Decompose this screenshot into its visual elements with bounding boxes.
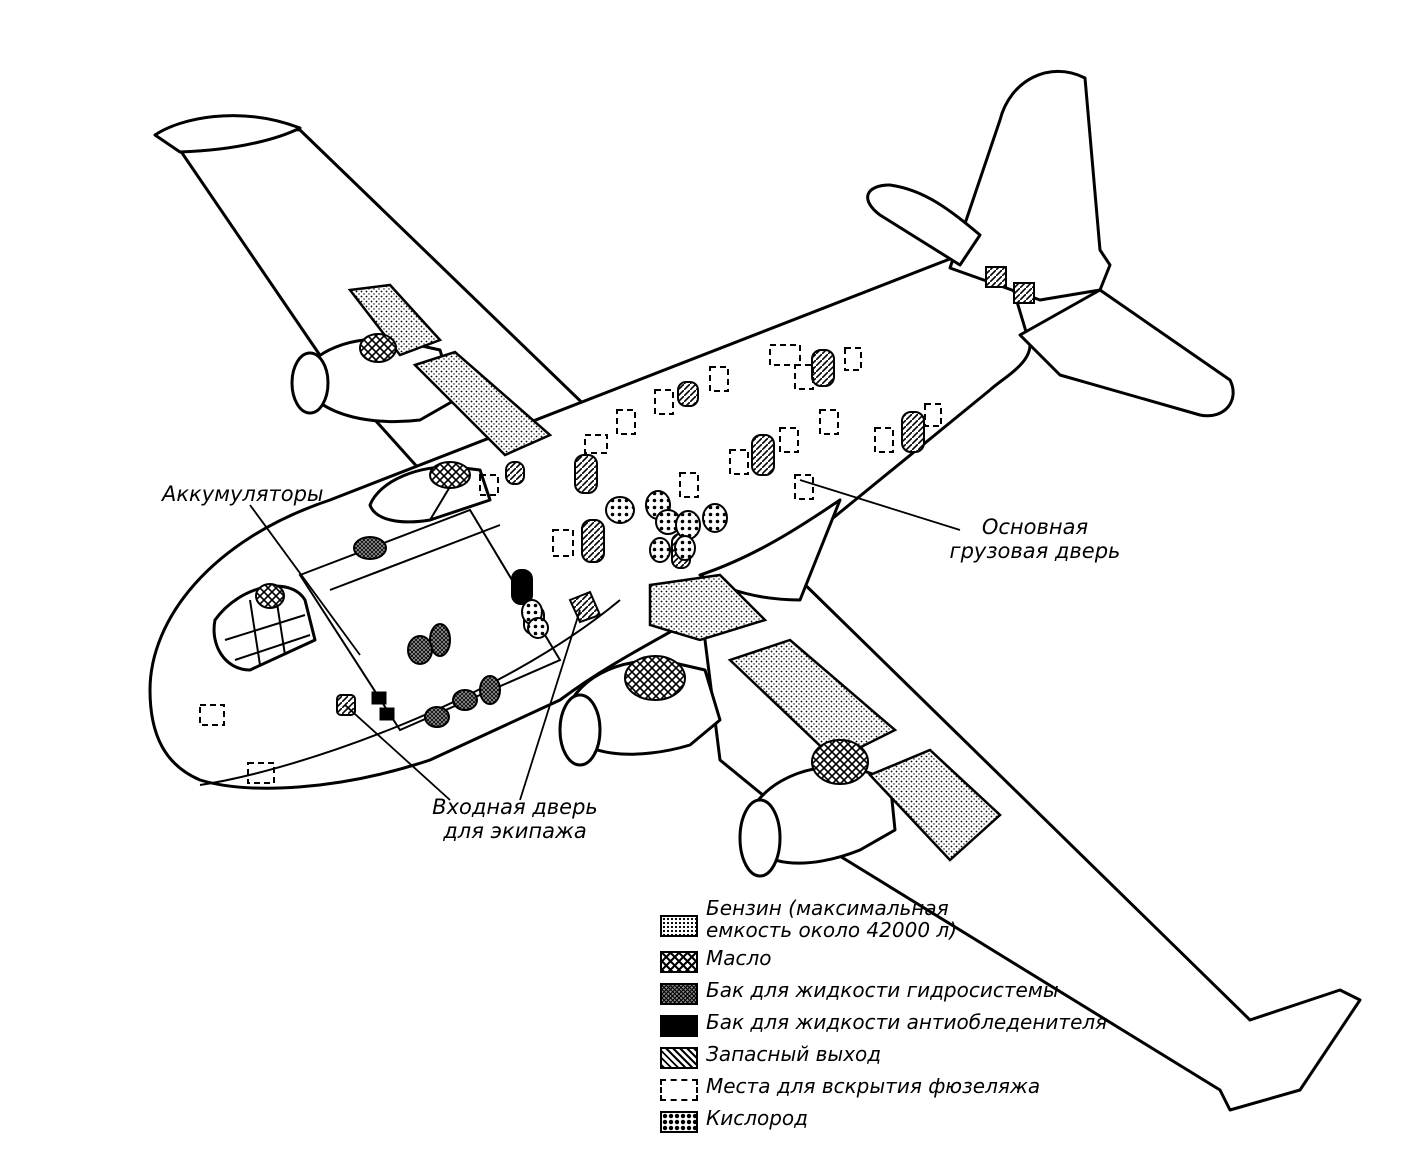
batteries [371,691,395,721]
fuel-tanks [347,283,1002,862]
legend-item-access-panel: Места для вскрытия фюзеляжа [660,1075,1260,1101]
vertical-fin [948,69,1112,302]
access-panel-swatch-icon [660,1079,698,1101]
fuel-swatch-icon [660,915,698,937]
oil-tanks [255,333,869,785]
legend-access-panel-text: Места для вскрытия фюзеляжа [706,1074,1041,1098]
legend-fuel-line1: Бензин (максимальная [706,896,949,920]
legend: Бензин (максимальная емкость около 42000… [660,897,1260,1139]
anti-icing-tanks [511,569,533,605]
batteries-label: Аккумуляторы [162,482,324,506]
engine-spinner-1 [290,351,330,415]
legend-fuel-line2: емкость около 42000 л) [706,918,957,942]
legend-hydraulic-text: Бак для жидкости гидросистемы [706,978,1059,1002]
right-stabilizer [1018,288,1235,418]
legend-item-hydraulic: Бак для жидкости гидросистемы [660,979,1260,1005]
anti-icing-swatch-icon [660,1015,698,1037]
engine-nacelle-1 [298,337,457,424]
legend-item-anti-icing: Бак для жидкости антиобледенителя [660,1011,1260,1037]
main-cargo-door-label-line2: грузовая дверь [949,539,1121,563]
legend-oxygen-text: Кислород [706,1106,808,1130]
cockpit-windows [224,589,311,666]
hydraulic-tanks [353,536,501,728]
crew-door-label: Входная дверь для экипажа [410,795,620,843]
access-panels [199,344,942,784]
leader-lines [249,479,961,801]
crew-door-label-line2: для экипажа [443,819,587,843]
legend-item-oxygen: Кислород [660,1107,1260,1133]
oxygen-bottles [521,490,728,639]
engine-spinner-4 [738,798,782,878]
main-cargo-door-label-line1: Основная [981,515,1089,539]
left-wingtip [153,114,302,154]
left-stabilizer [866,183,982,267]
legend-fuel-text: Бензин (максимальная емкость около 42000… [706,897,957,941]
oil-swatch-icon [660,951,698,973]
legend-anti-icing-text: Бак для жидкости антиобледенителя [706,1010,1108,1034]
legend-item-oil: Масло [660,947,1260,973]
legend-emergency-exit-text: Запасный выход [706,1042,882,1066]
legend-item-fuel: Бензин (максимальная емкость около 42000… [660,897,1260,941]
hydraulic-swatch-icon [660,983,698,1005]
engine-spinner-3 [558,693,602,767]
main-cargo-door-label: Основная грузовая дверь [935,515,1135,563]
legend-oil-text: Масло [706,946,772,970]
emergency-exit-swatch-icon [660,1047,698,1069]
legend-item-emergency-exit: Запасный выход [660,1043,1260,1069]
crew-door-label-line1: Входная дверь [432,795,598,819]
oxygen-swatch-icon [660,1111,698,1133]
